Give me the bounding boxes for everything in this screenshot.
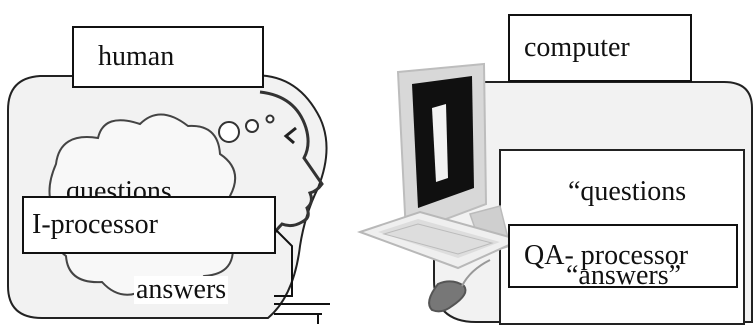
human-answers-label: answers (134, 274, 229, 305)
thought-bubble-large-circle (218, 121, 240, 143)
computer-title-box: computer (508, 14, 692, 82)
thought-bubble-small-circle (265, 114, 275, 124)
head-profile-icon (259, 90, 324, 253)
qa-processor-label: QA- processor (524, 240, 689, 271)
i-processor-label: I-processor (32, 209, 158, 240)
computer-answers-label: “answers” (566, 260, 682, 291)
human-title-text: human (98, 41, 175, 72)
qa-processor-box: QA- processor (508, 224, 738, 288)
human-title-box: human (72, 26, 264, 88)
computer-monitor-icon (396, 62, 511, 255)
thought-bubble-mid-circle (245, 119, 259, 133)
eye-icon (283, 126, 297, 145)
i-processor-box: I-processor (22, 196, 276, 254)
human-connector-line (274, 229, 293, 297)
computer-questions-label: “questions (568, 176, 687, 207)
keyboard-icon (356, 210, 523, 270)
computer-title-text: computer (524, 32, 630, 63)
mouse-icon (428, 259, 491, 313)
